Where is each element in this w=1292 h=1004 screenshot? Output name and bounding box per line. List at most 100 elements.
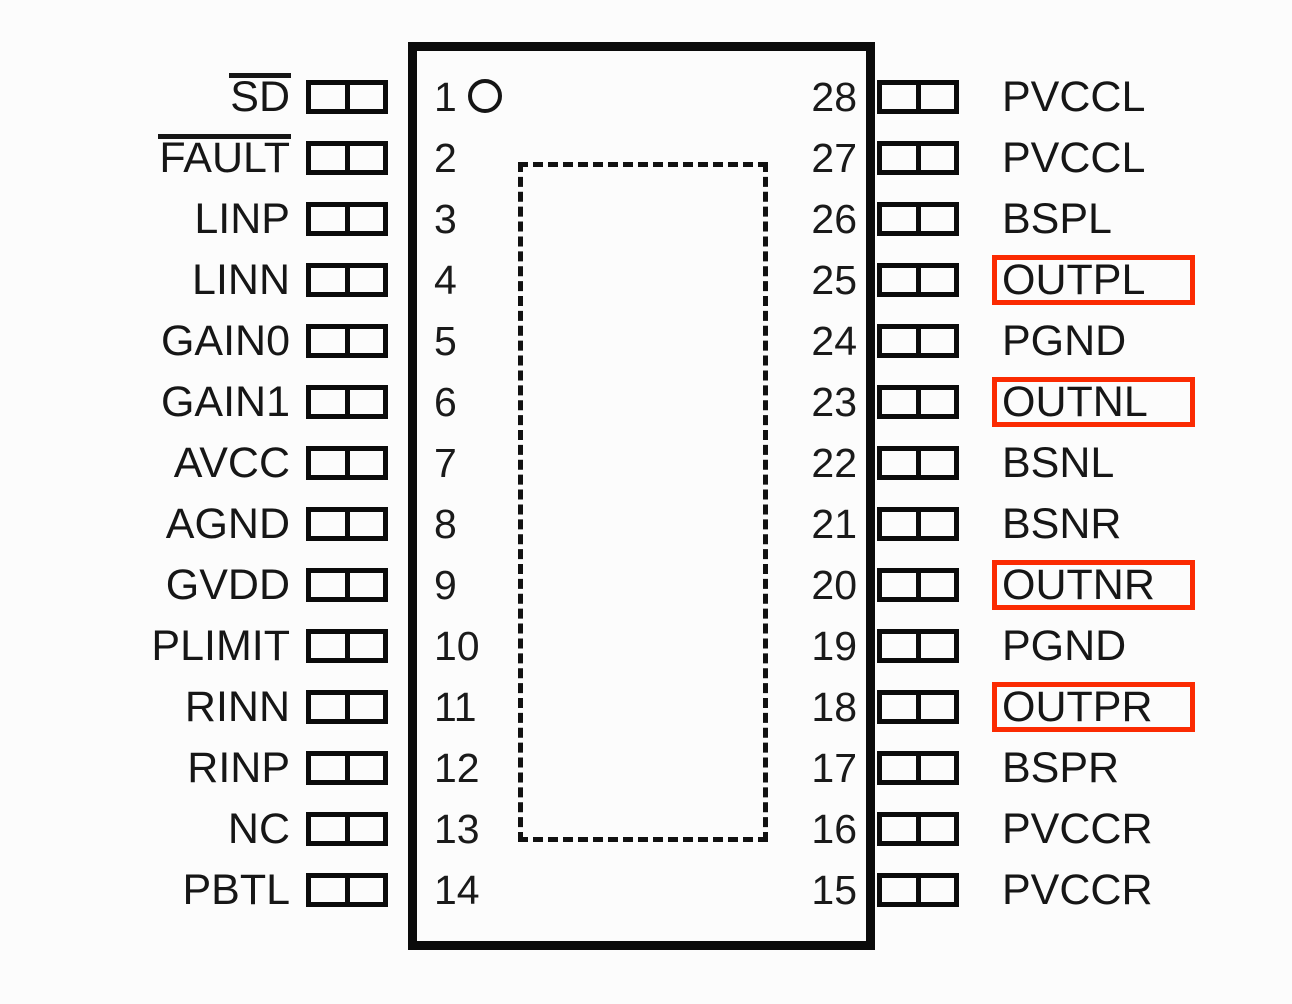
pin-number-13: 13 (434, 805, 480, 852)
highlight-box-OUTNR (992, 560, 1195, 610)
pin-label-LINP: LINP (0, 197, 290, 241)
pin-label-text: GAIN0 (160, 316, 290, 365)
pin-label-text: RINN (184, 682, 290, 731)
pin-label-NC: NC (0, 804, 290, 853)
pin-label-BSNR: BSNR (1002, 499, 1122, 548)
pin-label-PGND: PGND (1002, 621, 1127, 670)
thermal-pad-outline (518, 162, 768, 842)
pin-number-4: 4 (434, 256, 457, 303)
pin-label-RINN: RINN (0, 682, 290, 731)
pin-lead-12 (306, 751, 388, 785)
pin-number-5: 5 (434, 317, 457, 364)
pin-label-PVCCR: PVCCR (1002, 804, 1153, 853)
pin-lead-26 (877, 202, 959, 236)
pin-label-text: PGND (1002, 621, 1127, 670)
pin-number-1: 1 (434, 73, 457, 120)
pin-number-19: 19 (811, 622, 857, 669)
pin-lead-22 (877, 446, 959, 480)
pin-lead-7 (306, 446, 388, 480)
pin-number-26: 26 (811, 195, 857, 242)
pin-label-text: GAIN1 (160, 377, 290, 426)
pin-label-BSNL: BSNL (1002, 438, 1115, 487)
pin-lead-9 (306, 568, 388, 602)
pin-label-text: GVDD (165, 560, 290, 609)
pin-label-FAULT: FAULT (0, 133, 291, 182)
pin-label-text: RINP (187, 743, 290, 792)
pin-number-2: 2 (434, 134, 457, 181)
pin-number-12: 12 (434, 744, 480, 791)
highlight-box-OUTPR (992, 682, 1195, 732)
pin-lead-11 (306, 690, 388, 724)
pin-label-AVCC: AVCC (0, 438, 290, 487)
pin-label-text: AVCC (173, 438, 290, 487)
pin-label-text: LINN (192, 255, 290, 304)
pin-1-marker-icon (468, 79, 502, 113)
pin-number-25: 25 (811, 256, 857, 303)
pin-label-text: OUTPL (1002, 255, 1146, 304)
pin-number-15: 15 (811, 866, 857, 913)
pin-lead-14 (306, 873, 388, 907)
highlight-box-OUTNL (992, 377, 1195, 427)
pin-lead-27 (877, 141, 959, 175)
pin-label-GAIN1: GAIN1 (0, 377, 290, 426)
pin-label-text: OUTPR (1002, 682, 1153, 731)
pin-label-text: SD (229, 72, 291, 121)
pin-label-text: OUTNL (1002, 377, 1148, 426)
pin-label-text: FAULT (158, 133, 291, 182)
pin-number-17: 17 (811, 744, 857, 791)
pin-label-PLIMIT: PLIMIT (0, 621, 290, 670)
pin-number-22: 22 (811, 439, 857, 486)
pin-lead-19 (877, 629, 959, 663)
pin-label-text: PGND (1002, 316, 1127, 365)
pin-label-text: PVCCL (1002, 72, 1146, 121)
pin-label-PVCCL: PVCCL (1002, 72, 1146, 121)
pin-lead-6 (306, 385, 388, 419)
highlight-box-OUTPL (992, 255, 1195, 305)
pin-lead-24 (877, 324, 959, 358)
pin-lead-1 (306, 80, 388, 114)
pin-number-18: 18 (811, 683, 857, 730)
pin-lead-16 (877, 812, 959, 846)
pin-lead-17 (877, 751, 959, 785)
pin-label-text: NC (227, 804, 290, 853)
ic-package-body (408, 42, 875, 950)
pin-lead-5 (306, 324, 388, 358)
pin-label-text: BSNR (1002, 499, 1122, 548)
pin-number-21: 21 (811, 500, 857, 547)
pin-number-20: 20 (811, 561, 857, 608)
pin-label-GVDD: GVDD (0, 560, 290, 609)
pin-label-OUTPL: OUTPL (1002, 255, 1146, 304)
pin-lead-15 (877, 873, 959, 907)
pin-number-7: 7 (434, 439, 457, 486)
pin-label-RINP: RINP (0, 743, 290, 792)
pin-number-28: 28 (811, 73, 857, 120)
pin-number-14: 14 (434, 866, 480, 913)
pin-lead-10 (306, 629, 388, 663)
pin-number-11: 11 (434, 683, 477, 730)
pin-lead-21 (877, 507, 959, 541)
pin-lead-13 (306, 812, 388, 846)
pin-label-GAIN0: GAIN0 (0, 316, 290, 365)
pin-label-text: PVCCR (1002, 804, 1153, 853)
pin-label-text: BSPR (1002, 743, 1120, 792)
pin-number-6: 6 (434, 378, 457, 425)
pin-label-text: OUTNR (1002, 560, 1155, 609)
pin-label-SD: SD (0, 72, 291, 121)
pin-lead-8 (306, 507, 388, 541)
pin-label-text: BSNL (1002, 438, 1115, 487)
pin-number-16: 16 (811, 805, 857, 852)
pin-label-text: PBTL (182, 865, 290, 914)
pin-label-text: AGND (165, 499, 290, 548)
pin-lead-3 (306, 202, 388, 236)
pin-label-BSPL: BSPL (1002, 194, 1112, 243)
pin-number-8: 8 (434, 500, 457, 547)
pin-label-PBTL: PBTL (0, 865, 290, 914)
pin-label-PVCCR: PVCCR (1002, 868, 1153, 912)
pin-label-text: BSPL (1002, 194, 1112, 243)
pin-label-text: PLIMIT (151, 621, 290, 670)
pin-label-OUTNR: OUTNR (1002, 560, 1155, 609)
pin-lead-2 (306, 141, 388, 175)
pin-label-text: PVCCL (1002, 133, 1146, 182)
pin-lead-25 (877, 263, 959, 297)
